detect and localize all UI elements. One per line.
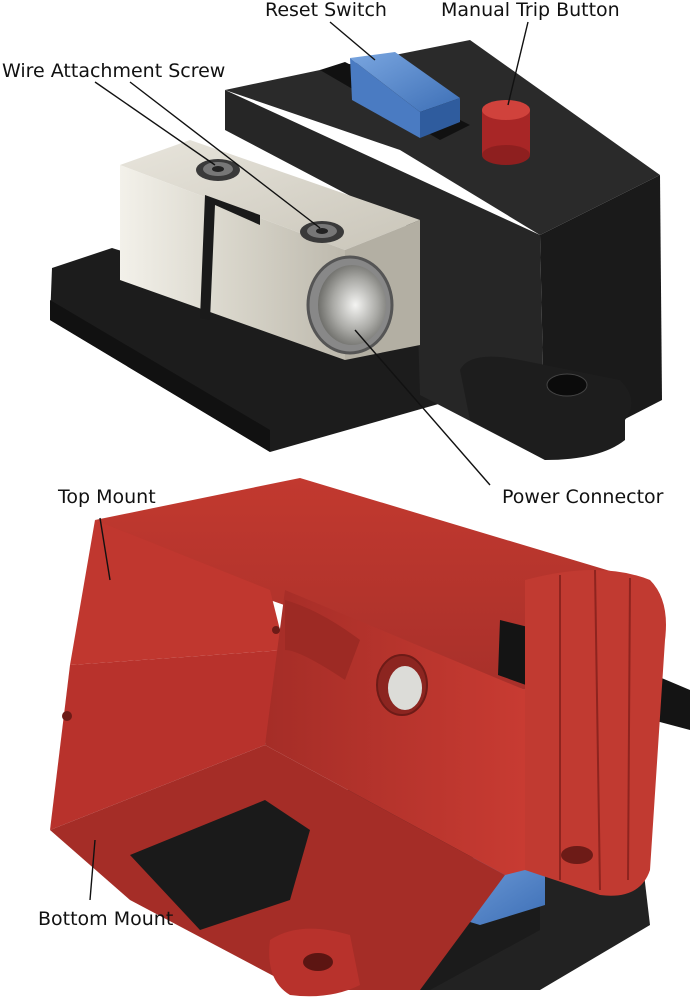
label-bottom-mount: Bottom Mount xyxy=(38,908,173,930)
bottom-tab-hole xyxy=(303,953,333,971)
base-plate xyxy=(50,248,470,452)
leader-manual-trip xyxy=(507,21,529,106)
mounting-hole xyxy=(546,373,588,397)
pin-hole-2 xyxy=(272,626,280,634)
cylinder-hole xyxy=(561,846,593,864)
terminal-split xyxy=(200,195,260,320)
breaker-assembly xyxy=(50,40,662,460)
label-manual-trip-button: Manual Trip Button xyxy=(441,0,620,21)
leader-top-mount xyxy=(99,517,111,581)
mount-hole-inner xyxy=(388,666,422,710)
reset-switch xyxy=(350,52,460,138)
mount-assembly xyxy=(50,478,690,997)
terminal-block-front xyxy=(120,165,345,360)
bottom-mount-opening xyxy=(130,800,310,930)
label-top-mount: Top Mount xyxy=(57,486,156,508)
leader-screw-1 xyxy=(94,81,216,166)
bottom-mount-front xyxy=(50,650,285,830)
mount-channel xyxy=(285,600,360,680)
label-power-connector: Power Connector xyxy=(502,486,664,508)
leader-power-connector xyxy=(354,329,491,486)
mount-cylinder-shade xyxy=(559,569,631,891)
pin-hole-1 xyxy=(62,711,72,721)
leader-screw-2 xyxy=(129,81,321,229)
mounting-tab xyxy=(460,356,632,460)
labels: Reset Switch Manual Trip Button Wire Att… xyxy=(2,0,664,930)
terminal-block-top xyxy=(120,140,420,250)
bore-inner xyxy=(318,265,386,345)
label-wire-attachment-screw: Wire Attachment Screw xyxy=(2,60,225,82)
base-plate-front xyxy=(50,300,270,452)
leader-bottom-mount xyxy=(89,839,96,901)
top-mount-front xyxy=(70,520,285,665)
manual-trip-button xyxy=(482,100,530,165)
label-reset-switch: Reset Switch xyxy=(265,0,387,21)
leader-lines xyxy=(89,21,529,901)
wire-attachment-screw-2 xyxy=(300,221,344,243)
leader-reset-switch xyxy=(329,21,376,61)
wire-attachment-screw-1 xyxy=(196,159,240,181)
